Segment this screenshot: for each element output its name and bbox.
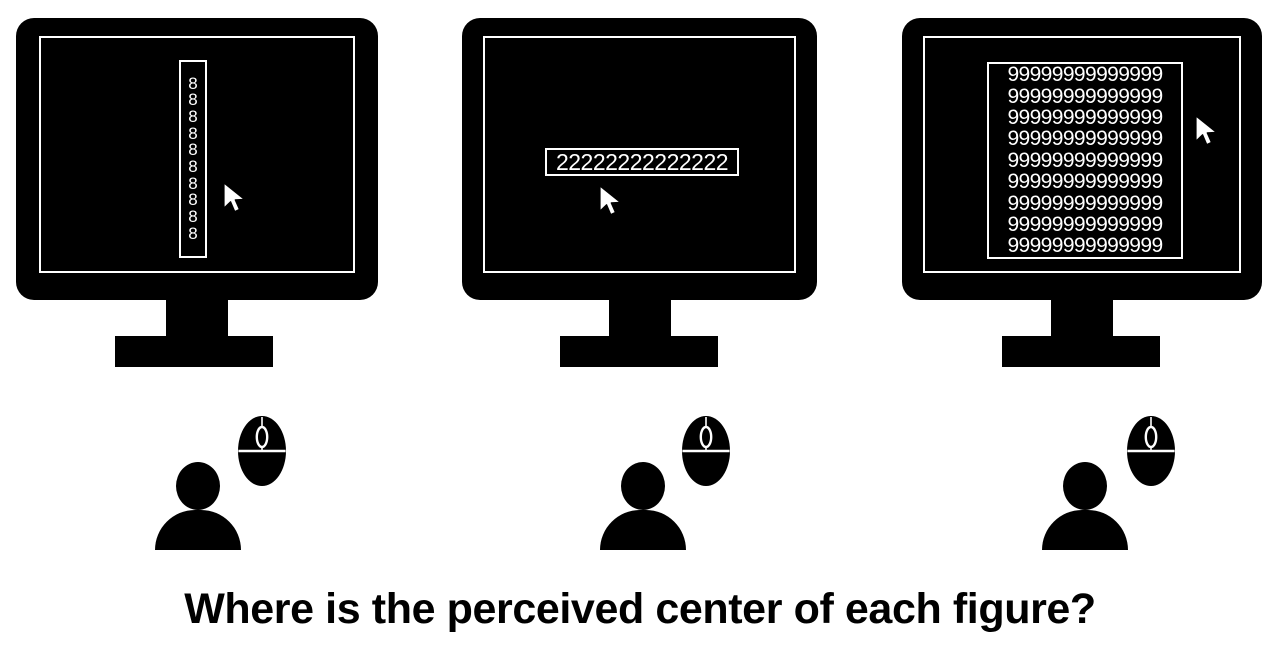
person-icon-1 <box>155 462 241 550</box>
person-icon-2 <box>600 462 686 550</box>
figure-digit: 8 <box>188 223 198 243</box>
figure-grid-row: 99999999999999 <box>1007 213 1163 237</box>
figure-grid-row: 99999999999999 <box>1007 148 1163 172</box>
mouse-cursor-icon <box>599 185 621 216</box>
figure-grid-9[interactable]: 99999999999999 99999999999999 9999999999… <box>987 62 1183 259</box>
monitor-base-1 <box>115 336 273 367</box>
figure-grid-row: 99999999999999 <box>1007 84 1163 108</box>
computer-mouse-icon <box>238 416 286 486</box>
figure-digit: 8 <box>188 123 198 143</box>
figure-grid-row: 99999999999999 <box>1007 127 1163 151</box>
figure-digit: 8 <box>188 190 198 210</box>
figure-digit: 8 <box>188 107 198 127</box>
figure-digit: 8 <box>188 173 198 193</box>
person-shoulders <box>1042 510 1128 550</box>
figure-grid-row: 99999999999999 <box>1007 170 1163 194</box>
monitor-base-3 <box>1002 336 1160 367</box>
figure-digit: 8 <box>188 73 198 93</box>
computer-mouse-icon <box>682 416 730 486</box>
monitor-screen-2[interactable]: 22222222222222 <box>483 36 796 273</box>
mouse-cursor-icon <box>223 182 245 213</box>
figure-digit: 8 <box>188 140 198 160</box>
monitor-screen-3[interactable]: 99999999999999 99999999999999 9999999999… <box>923 36 1241 273</box>
figure-grid-row: 99999999999999 <box>1007 63 1163 87</box>
figure-digit: 8 <box>188 90 198 110</box>
computer-mouse-icon <box>1127 416 1175 486</box>
monitor-neck-1 <box>166 300 228 342</box>
person-shoulders <box>600 510 686 550</box>
figure-horizontal-row-2[interactable]: 22222222222222 <box>545 148 739 176</box>
mouse-cursor-icon <box>1195 115 1217 146</box>
person-shoulders <box>155 510 241 550</box>
monitor-base-2 <box>560 336 718 367</box>
person-icon-3 <box>1042 462 1128 550</box>
figure-digit: 8 <box>188 206 198 226</box>
monitor-neck-2 <box>609 300 671 342</box>
caption-question: Where is the perceived center of each fi… <box>184 585 1096 633</box>
person-head <box>621 462 665 510</box>
figure-digit: 8 <box>188 157 198 176</box>
monitor-screen-1[interactable]: 8 8 8 8 8 8 8 8 8 8 <box>39 36 355 273</box>
person-head <box>1063 462 1107 510</box>
figure-grid-row: 99999999999999 <box>1007 105 1163 129</box>
person-head <box>176 462 220 510</box>
figure-grid-row: 99999999999999 <box>1007 191 1163 215</box>
figure-vertical-column-8[interactable]: 8 8 8 8 8 8 8 8 8 8 <box>179 60 207 258</box>
monitor-neck-3 <box>1051 300 1113 342</box>
figure-digit-run: 22222222222222 <box>555 148 729 175</box>
figure-grid-row: 99999999999999 <box>1007 234 1163 258</box>
